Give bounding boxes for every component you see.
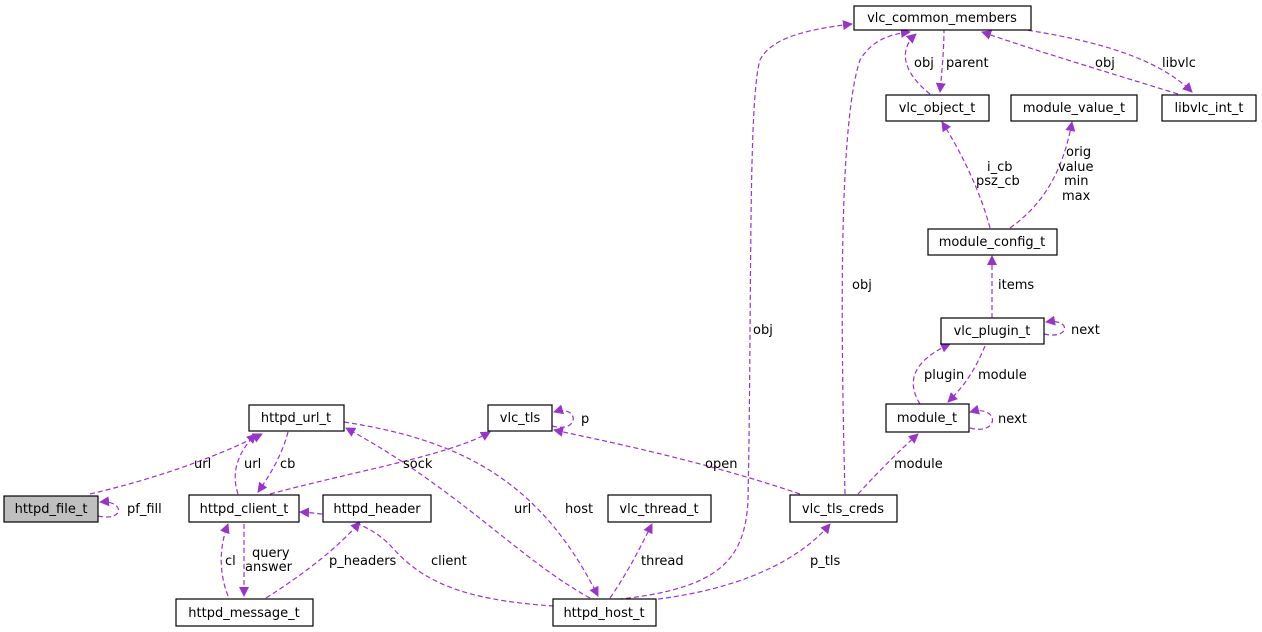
- edge-obj-libvlc-to-common: [981, 30, 1179, 95]
- edge-label-next-module: next: [998, 412, 1027, 427]
- node-vlc-plugin-t[interactable]: vlc_plugin_t: [940, 317, 1045, 345]
- edge-label-p-headers: p_headers: [329, 554, 397, 569]
- edge-label-open: open: [705, 457, 737, 472]
- node-module-t[interactable]: module_t: [885, 403, 970, 433]
- edge-thread-host-to-thread: [609, 523, 653, 599]
- edge-label-p-tls: p_tls: [810, 554, 840, 569]
- edge-url-file-to-url: [89, 433, 263, 495]
- edge-icb-config-to-object: [941, 121, 991, 229]
- node-httpd-client-t[interactable]: httpd_client_t: [188, 494, 300, 523]
- edge-label-max: max: [1062, 189, 1091, 204]
- edge-label-host: host: [565, 502, 593, 517]
- edge-client-host-to-client: [299, 507, 555, 607]
- edge-url-host-to-url: [345, 427, 591, 599]
- edge-label-psz-cb: psz_cb: [976, 174, 1020, 189]
- node-label-vlc-plugin-t: vlc_plugin_t: [954, 324, 1031, 339]
- edge-label-i-cb: i_cb: [987, 160, 1013, 175]
- node-label-module-value-t: module_value_t: [1023, 101, 1125, 116]
- node-label-vlc-object-t: vlc_object_t: [899, 101, 976, 116]
- edge-obj-creds-to-common: [841, 27, 911, 495]
- edge-url-client-to-url: [234, 433, 257, 495]
- edge-label-parent: parent: [946, 56, 989, 71]
- node-httpd-message-t[interactable]: httpd_message_t: [175, 598, 314, 627]
- node-label-httpd-message-t: httpd_message_t: [188, 606, 299, 621]
- edge-cb-url-to-client: [257, 431, 289, 493]
- edge-label-next-plugin: next: [1071, 323, 1100, 338]
- edge-label-orig: orig: [1066, 145, 1091, 160]
- node-label-httpd-host-t: httpd_host_t: [563, 606, 644, 621]
- edge-label-pf-fill: pf_fill: [127, 502, 162, 517]
- node-libvlc-int-t[interactable]: libvlc_int_t: [1161, 94, 1257, 122]
- edge-label-query: query: [252, 546, 290, 561]
- node-label-httpd-url-t: httpd_url_t: [261, 411, 331, 426]
- edge-pf-fill-self: [97, 496, 119, 518]
- edge-label-obj-creds: obj: [852, 278, 872, 293]
- node-label-vlc-common-members: vlc_common_members: [867, 11, 1017, 26]
- edge-ptls-host-to-creds: [649, 523, 831, 601]
- edge-p-tls-self: [551, 404, 574, 428]
- edge-next-plugin-self: [1043, 315, 1066, 336]
- edge-module-creds-to-module: [857, 433, 919, 495]
- node-label-libvlc-int-t: libvlc_int_t: [1175, 101, 1244, 116]
- node-httpd-host-t[interactable]: httpd_host_t: [552, 598, 657, 627]
- edge-plugin-module-to-plugin: [912, 343, 951, 405]
- edge-label-obj-libvlc: obj: [1095, 56, 1115, 71]
- node-module-value-t[interactable]: module_value_t: [1010, 94, 1138, 122]
- edge-next-module-self: [969, 404, 994, 430]
- edge-label-url-client: url: [244, 457, 261, 472]
- node-label-vlc-thread-t: vlc_thread_t: [619, 502, 698, 517]
- edge-label-libvlc: libvlc: [1162, 56, 1196, 71]
- node-vlc-common-members[interactable]: vlc_common_members: [853, 5, 1032, 31]
- edge-pheaders-message-to-header: [265, 521, 361, 599]
- edge-label-answer: answer: [245, 560, 293, 575]
- edge-host-url-to-host: [343, 421, 599, 597]
- edge-label-module-creds: module: [894, 457, 943, 472]
- edge-values-config-to-value: [1009, 121, 1076, 229]
- edge-label-url-file: url: [194, 457, 211, 472]
- edge-cl-message-to-client: [220, 523, 230, 597]
- edge-label-module-plugin: module: [978, 368, 1027, 383]
- edge-obj-host-to-common: [609, 20, 853, 601]
- edge-open-creds-to-tls: [553, 427, 801, 495]
- node-label-module-t: module_t: [897, 411, 957, 426]
- edge-label-sock: sock: [403, 457, 433, 472]
- edge-module-plugin-to-module: [947, 345, 986, 403]
- node-httpd-url-t[interactable]: httpd_url_t: [248, 404, 345, 432]
- edge-label-value: value: [1058, 160, 1094, 175]
- edge-label-cb: cb: [280, 457, 295, 472]
- node-vlc-tls-creds[interactable]: vlc_tls_creds: [789, 494, 898, 523]
- node-label-httpd-header: httpd_header: [333, 502, 421, 517]
- edge-label-thread: thread: [641, 554, 684, 569]
- edge-label-obj-host: obj: [753, 323, 773, 338]
- node-httpd-header[interactable]: httpd_header: [322, 494, 432, 523]
- node-vlc-object-t[interactable]: vlc_object_t: [885, 94, 990, 122]
- edge-libvlc-common-to-libvlcint: [1011, 27, 1193, 93]
- node-vlc-thread-t[interactable]: vlc_thread_t: [607, 494, 712, 523]
- node-label-module-config-t: module_config_t: [939, 235, 1046, 250]
- node-label-vlc-tls-creds: vlc_tls_creds: [802, 502, 884, 517]
- edge-label-client: client: [431, 554, 467, 569]
- edge-obj-vlc-object-to-common: [904, 33, 931, 95]
- edge-label-min: min: [1064, 174, 1089, 189]
- edge-label-url-host: url: [514, 502, 531, 517]
- edge-label-p: p: [581, 412, 589, 427]
- node-label-vlc-tls: vlc_tls: [500, 411, 541, 426]
- edge-label-cl: cl: [225, 554, 236, 569]
- edge-sock-client-to-tls: [269, 431, 491, 495]
- node-vlc-tls[interactable]: vlc_tls: [487, 404, 553, 432]
- edge-label-items: items: [998, 278, 1034, 293]
- edge-label-obj: obj: [914, 56, 934, 71]
- node-module-config-t[interactable]: module_config_t: [927, 228, 1058, 256]
- node-label-httpd-client-t: httpd_client_t: [200, 502, 289, 517]
- node-label-httpd-file-t: httpd_file_t: [15, 502, 88, 517]
- edge-label-plugin: plugin: [924, 368, 964, 383]
- node-httpd-file-t[interactable]: httpd_file_t: [3, 495, 99, 523]
- edge-parent-common-to-object: [935, 27, 946, 93]
